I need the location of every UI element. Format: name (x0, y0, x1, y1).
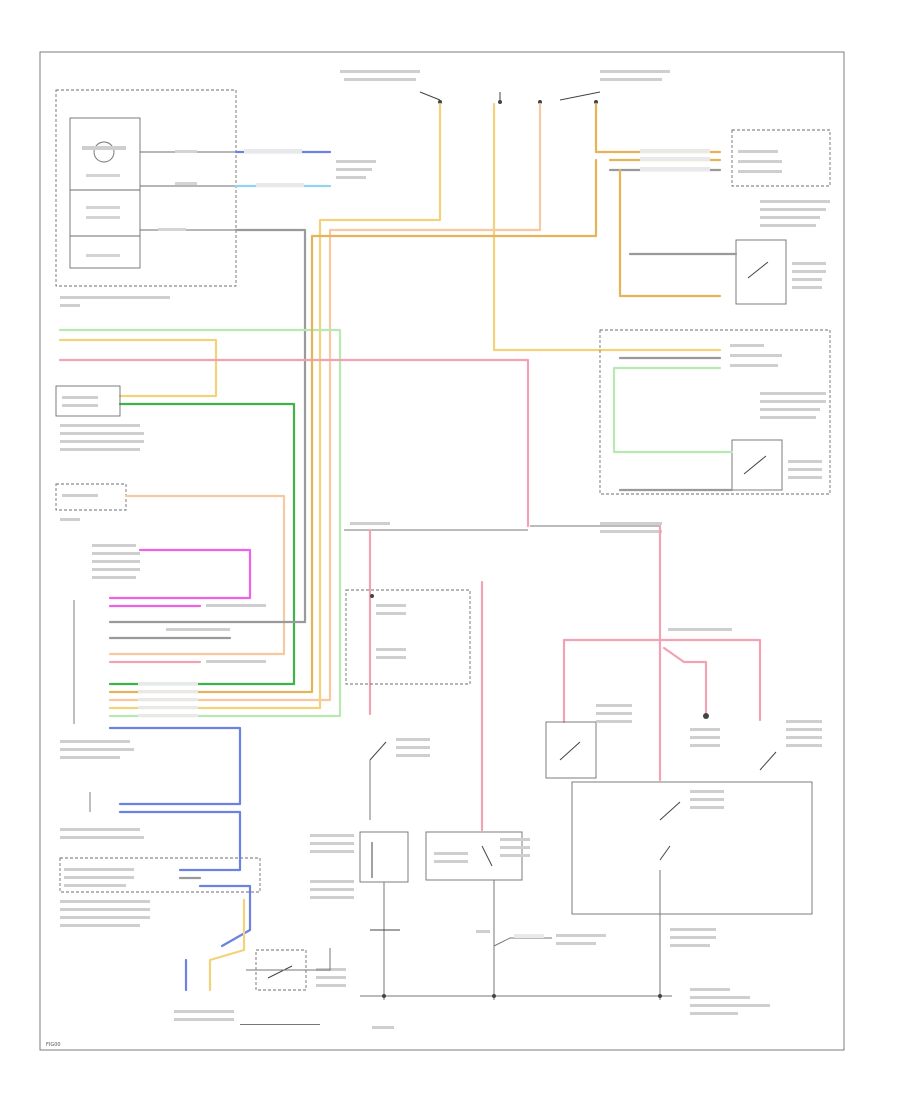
wire-yellow-b (492, 102, 722, 352)
diagram-frame (39, 51, 845, 1051)
wire-orange-riser (310, 158, 598, 694)
wire-orange-a (594, 102, 722, 154)
wire-pink-main (58, 358, 530, 528)
wire-pink-rear-bus (562, 638, 762, 722)
wire-yellow-left (58, 338, 218, 398)
wire-blue-harness (108, 726, 242, 806)
top-connectors (340, 70, 670, 104)
wire-orange-c (618, 168, 722, 298)
passenger-door-module (599, 329, 831, 495)
body-control-module (55, 385, 144, 451)
wire-blue-seat (118, 810, 242, 872)
wire-magenta-a (108, 548, 252, 600)
inflatable-restraint-connector (60, 600, 266, 759)
courtesy-lamp-column (310, 522, 528, 1000)
driver-door-module (731, 129, 831, 305)
wire-lightgreen-pass (612, 366, 734, 454)
instrument-panel-cluster (55, 89, 237, 307)
wire-peach-radio (124, 494, 286, 656)
footer-code: FIG00 (46, 1042, 61, 1048)
ground-line-seat (246, 948, 331, 971)
ground-branch (493, 937, 552, 947)
radio-module (55, 483, 127, 521)
rear-door-switches (530, 522, 822, 1000)
lamp-switch-area (92, 544, 140, 579)
wire-peach-a (328, 102, 542, 702)
wire-yellow-seat (208, 898, 246, 992)
wire-pink-rear-mid (662, 646, 708, 718)
wire-yellow-a (318, 102, 442, 710)
seatbelt-switch (174, 949, 346, 1025)
wire-gray-cluster (234, 228, 307, 624)
glove-box-lamp (425, 831, 530, 1000)
seatbelt-module (59, 792, 261, 927)
wire-green-main (118, 402, 296, 686)
wire-blue-seat-2 (198, 884, 252, 948)
wire-lightgreen-main (58, 328, 342, 718)
